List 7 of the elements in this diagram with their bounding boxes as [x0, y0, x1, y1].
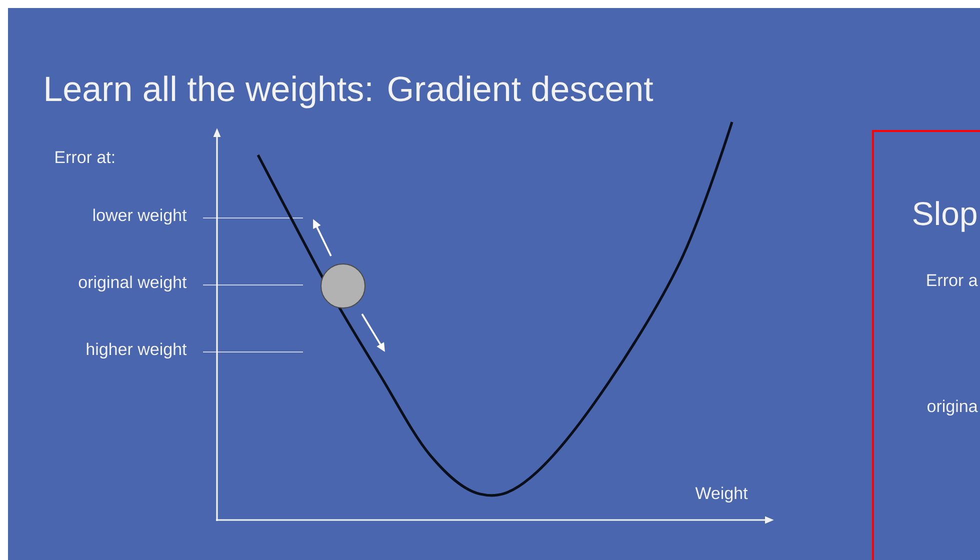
axis-label: lower weight — [93, 208, 187, 225]
axis-label: higher weight — [86, 342, 187, 359]
axis-label: original weight — [78, 276, 187, 292]
axis-label: Error at: — [56, 151, 114, 164]
axis-label: Weight — [695, 486, 748, 503]
slide-panel: Slop Error a origina — [872, 130, 980, 560]
title: Learn all the weights: Gradient descent — [46, 76, 654, 108]
